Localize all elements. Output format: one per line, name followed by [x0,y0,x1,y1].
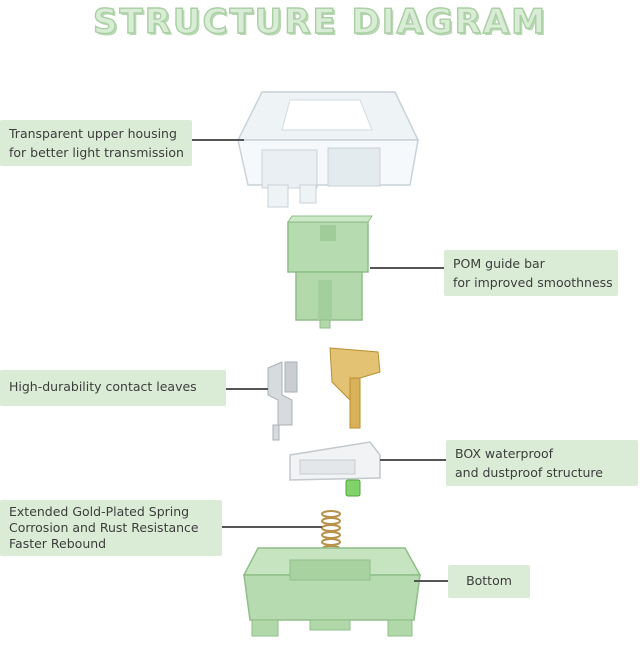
label-line: BOX waterproof [455,446,554,461]
connector-line-contact-leaves [226,388,268,390]
label-box-structure: BOX waterproof and dustproof structure [446,440,638,486]
connector-line-spring [222,526,322,528]
label-line: Corrosion and Rust Resistance [9,520,199,535]
page-title: STRUCTURE DIAGRAM [92,1,547,42]
label-line: Extended Gold-Plated Spring [9,504,190,519]
connector-line-upper-housing [186,139,244,141]
connector-line-guide-bar [370,267,444,269]
label-line: Faster Rebound [9,536,107,551]
connector-line-box [380,459,446,461]
bottom-housing-part [242,547,422,637]
label-line: Transparent upper housing [9,126,177,141]
label-guide-bar: POM guide bar for improved smoothness [444,250,618,296]
contact-leaves-part [267,347,381,441]
label-upper-housing: Transparent upper housing for better lig… [0,120,192,166]
label-line: Bottom [466,573,512,588]
label-line: and dustproof structure [455,465,603,480]
label-line: High-durability contact leaves [9,379,197,394]
guide-bar-part [287,215,373,329]
upper-housing-part [236,91,420,208]
box-structure-part [289,441,381,497]
label-bottom: Bottom [448,565,530,598]
label-line: for improved smoothness [453,275,613,290]
label-contact-leaves: High-durability contact leaves [0,370,226,406]
connector-line-bottom [414,580,448,582]
label-spring: Extended Gold-Plated Spring Corrosion an… [0,500,222,556]
label-line: for better light transmission [9,145,184,160]
label-line: POM guide bar [453,256,545,271]
